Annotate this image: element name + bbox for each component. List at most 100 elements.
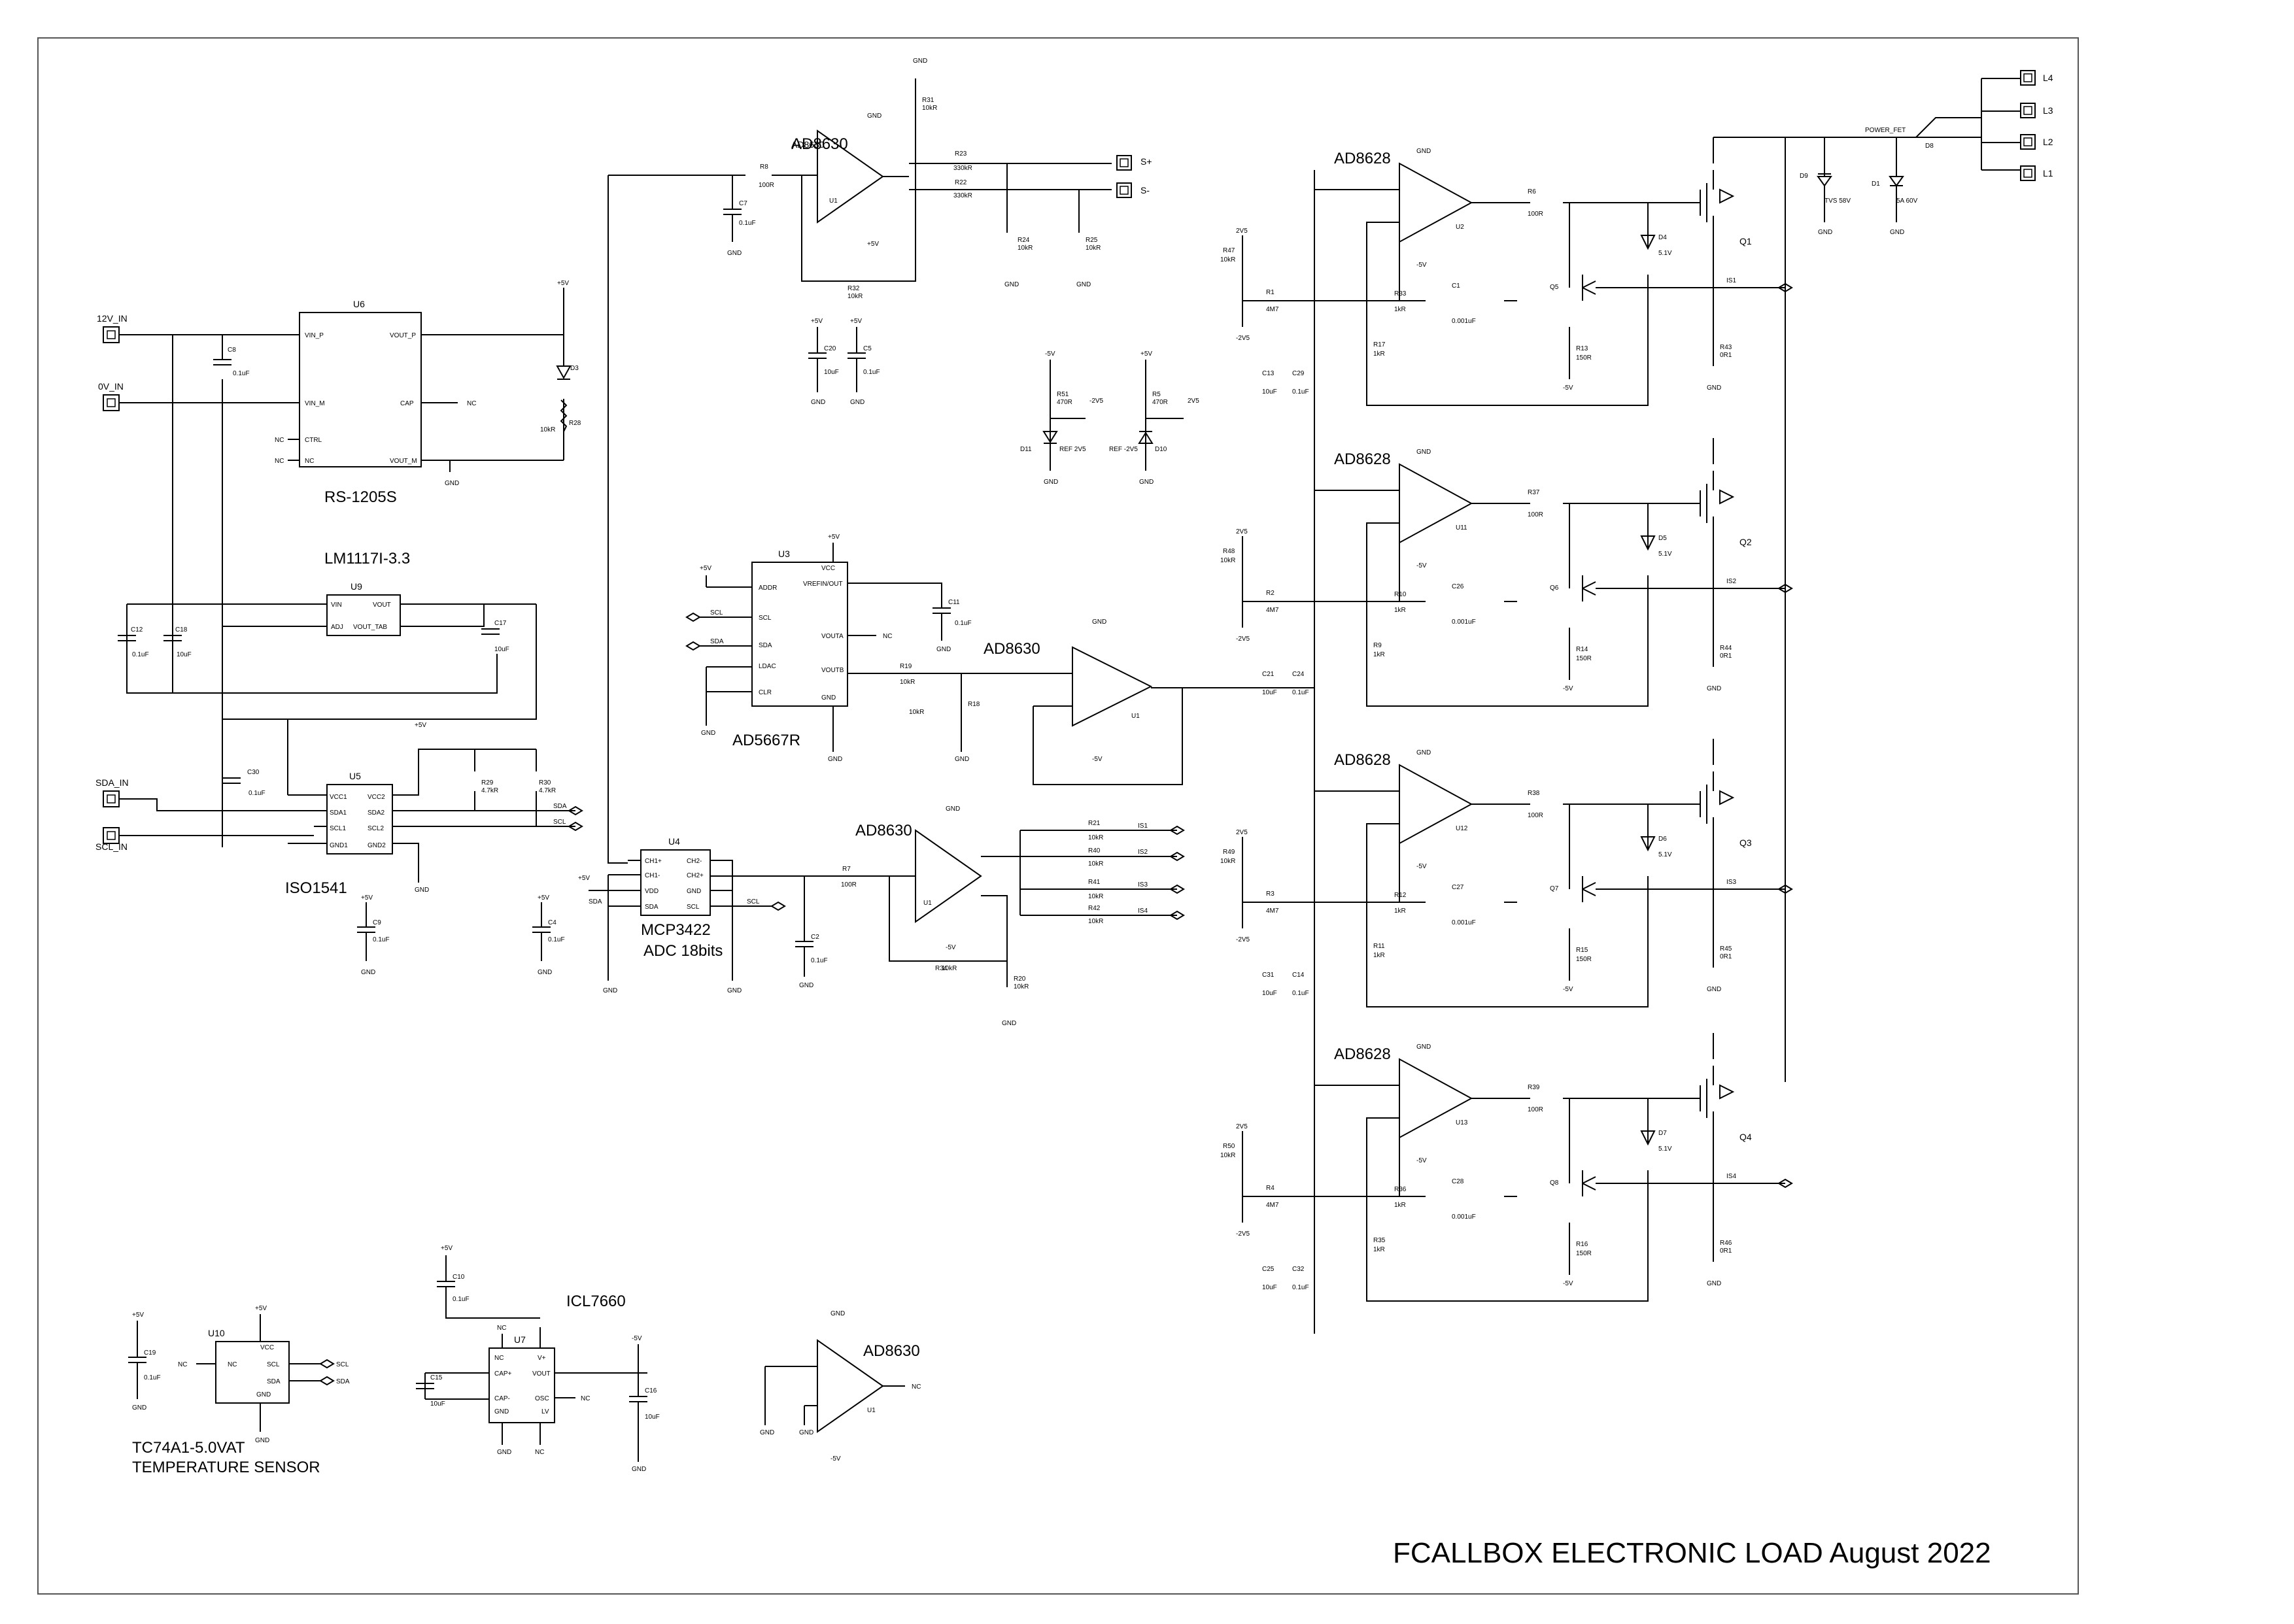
svg-text:R25: R25: [1086, 237, 1098, 244]
pin-label: CH1+: [645, 858, 662, 865]
svg-text:0.1uF: 0.1uF: [373, 936, 390, 943]
component-label: Q4: [1739, 1132, 1752, 1142]
svg-text:R22: R22: [955, 179, 967, 186]
chip-u3: U3 AD5667R ADDR SCL SDA LDAC CLR VCC VRE…: [685, 533, 1314, 785]
component-label: R37: [1528, 489, 1540, 496]
svg-text:TVS 58V: TVS 58V: [1824, 197, 1851, 205]
component-label: 5.1V: [1658, 1145, 1672, 1153]
component-label: 0.001uF: [1452, 318, 1476, 325]
svg-text:+5V: +5V: [255, 1305, 267, 1312]
component-label: -5V: [1563, 685, 1573, 692]
pin-label: SDA: [267, 1378, 281, 1385]
component-label: Q5: [1550, 284, 1559, 291]
svg-text:GND: GND: [132, 1404, 146, 1412]
svg-text:0.1uF: 0.1uF: [453, 1296, 470, 1303]
svg-text:R21: R21: [1088, 820, 1101, 827]
component-label: 2V5: [1236, 528, 1248, 535]
component-label: 150R: [1576, 655, 1592, 662]
svg-text:D10: D10: [1155, 446, 1167, 453]
svg-text:GND: GND: [1139, 479, 1154, 486]
component-label: 2V5: [1236, 1123, 1248, 1130]
connector-l2[interactable]: L2: [2020, 134, 2053, 150]
svg-text:0.1uF: 0.1uF: [132, 651, 149, 658]
svg-text:10kR: 10kR: [1086, 245, 1101, 252]
component-label: 1kR: [1394, 607, 1406, 614]
component-label: -5V: [1563, 986, 1573, 993]
svg-text:GND: GND: [955, 756, 969, 763]
svg-text:C17: C17: [494, 620, 507, 627]
component-label: -2V5: [1236, 335, 1250, 342]
svg-text:0.1uF: 0.1uF: [233, 370, 250, 377]
svg-text:10uF: 10uF: [177, 651, 192, 658]
svg-text:+5V: +5V: [1140, 350, 1152, 358]
component-label: C13: [1262, 370, 1275, 377]
svg-text:10uF: 10uF: [824, 369, 839, 376]
svg-text:2V5: 2V5: [1188, 398, 1199, 405]
connector-l3[interactable]: L3: [2020, 103, 2053, 118]
svg-text:GND: GND: [361, 969, 375, 976]
svg-text:IS4: IS4: [1138, 907, 1148, 915]
component-label: 4M7: [1266, 306, 1279, 313]
component-label: R35: [1373, 1237, 1386, 1244]
svg-text:GND: GND: [727, 987, 742, 994]
svg-text:IS3: IS3: [1138, 881, 1148, 888]
svg-text:10kR: 10kR: [1088, 834, 1103, 841]
component-label: IS2: [1726, 578, 1736, 585]
component-label: -5V: [1416, 262, 1427, 269]
connector-s-plus[interactable]: S+: [1116, 155, 1152, 171]
opamp-ref: U11: [1456, 524, 1467, 532]
pin-label: CH2-: [687, 858, 702, 865]
svg-text:10kR: 10kR: [942, 965, 957, 972]
component-label: 150R: [1576, 956, 1592, 963]
svg-text:GND: GND: [445, 480, 459, 487]
svg-text:R32: R32: [847, 285, 860, 292]
opamp-ref: U2: [1456, 224, 1464, 231]
connector-sda-in[interactable]: SDA_IN: [95, 777, 129, 807]
connector-l4[interactable]: L4: [2020, 70, 2053, 86]
pin-label: VCC2: [368, 794, 385, 801]
connector-scl-in[interactable]: SCL_IN: [95, 827, 128, 852]
connector-label: 0V_IN: [98, 381, 124, 392]
connector-l1[interactable]: L1: [2020, 165, 2053, 181]
svg-text:+5V: +5V: [700, 565, 711, 572]
pin-label: VOUT_TAB: [353, 624, 387, 631]
connector-s-minus[interactable]: S-: [1116, 182, 1150, 198]
pin-label: SDA1: [330, 809, 347, 817]
chip-subtitle: ADC 18bits: [643, 942, 723, 960]
connector-label: SDA_IN: [95, 777, 129, 788]
component-label: GND: [1707, 986, 1721, 993]
component-label: 2V5: [1236, 829, 1248, 836]
component-label: R17: [1373, 341, 1386, 348]
connector-12v-in[interactable]: 12V_IN: [97, 313, 128, 343]
component-label: R12: [1394, 892, 1407, 899]
opamp-ref: U1: [1131, 713, 1140, 720]
svg-text:-5V: -5V: [946, 944, 956, 951]
pin-label: GND: [256, 1391, 271, 1398]
svg-text:R18: R18: [968, 701, 980, 708]
component-label: R10: [1394, 591, 1407, 598]
pin-label: LDAC: [759, 663, 776, 670]
connector-label: S-: [1140, 185, 1150, 195]
component-label: 4M7: [1266, 607, 1279, 614]
component-label: C1: [1452, 282, 1460, 290]
connector-0v-in[interactable]: 0V_IN: [98, 381, 124, 411]
svg-text:GND: GND: [830, 1310, 845, 1317]
svg-text:+5V: +5V: [578, 875, 590, 882]
pin-label: VREFIN/OUT: [803, 581, 843, 588]
component-label: -5V: [1416, 1157, 1427, 1164]
component-label: C31: [1262, 972, 1275, 979]
svg-text:10kR: 10kR: [540, 426, 555, 433]
svg-text:-5V: -5V: [632, 1335, 642, 1342]
svg-text:NC: NC: [178, 1361, 187, 1368]
pin-label: VIN: [331, 601, 342, 609]
component-label: R49: [1223, 849, 1235, 856]
svg-text:C8: C8: [228, 347, 236, 354]
svg-text:SDA: SDA: [710, 638, 724, 645]
svg-text:+5V: +5V: [557, 280, 569, 287]
chip-u5: U5 ISO1541 VCC1 SDA1 SCL1 GND1 VCC2 SDA2…: [222, 719, 583, 897]
svg-text:10uF: 10uF: [645, 1413, 660, 1421]
svg-text:C2: C2: [811, 934, 819, 941]
component-label: 1kR: [1373, 651, 1385, 658]
